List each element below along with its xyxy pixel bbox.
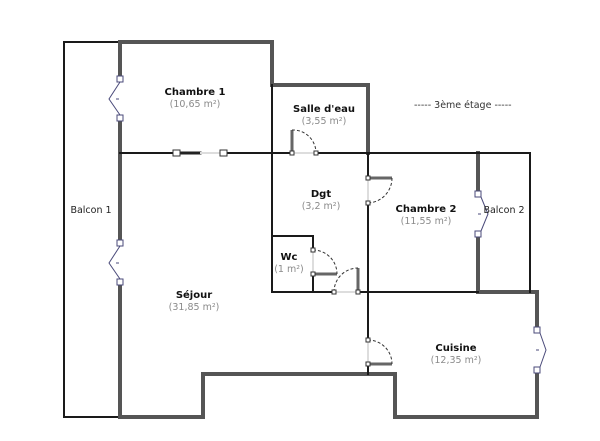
room-area: (11,55 m²) [400, 216, 452, 227]
room-area: (3,55 m²) [301, 116, 347, 127]
interior-walls [119, 84, 531, 375]
room-name: Dgt [310, 189, 332, 200]
room-area: (3,2 m²) [301, 201, 341, 212]
room-name: Wc [280, 252, 298, 263]
room-chambre-2: Chambre 2 (11,55 m²) [396, 204, 457, 228]
room-area: (31,85 m²) [168, 302, 220, 313]
room-salle-eau: Salle d'eau (3,55 m²) [293, 104, 355, 128]
room-area: (1 m²) [274, 264, 304, 275]
balcon-1-label: Balcon 1 [70, 205, 112, 216]
room-name: Cuisine [435, 343, 477, 354]
room-name: Chambre 2 [395, 204, 457, 215]
balcon-2-label: Balcon 2 [483, 205, 525, 216]
floor-label: ----- 3ème étage ----- [414, 100, 512, 111]
room-chambre-1: Chambre 1 (10,65 m²) [165, 87, 226, 111]
balcon-1-outline [63, 41, 121, 418]
room-name: Chambre 1 [164, 87, 226, 98]
room-sejour: Séjour (31,85 m²) [169, 290, 220, 314]
room-area: (10,65 m²) [169, 99, 221, 110]
windows [108, 75, 547, 374]
doors [172, 129, 393, 367]
room-name: Séjour [175, 290, 213, 301]
room-dgt: Dgt (3,2 m²) [302, 189, 341, 213]
room-area: (12,35 m²) [430, 355, 482, 366]
room-cuisine: Cuisine (12,35 m²) [431, 343, 482, 367]
exterior-walls [118, 40, 539, 419]
room-wc: Wc (1 m²) [274, 252, 304, 276]
room-name: Salle d'eau [293, 104, 355, 115]
